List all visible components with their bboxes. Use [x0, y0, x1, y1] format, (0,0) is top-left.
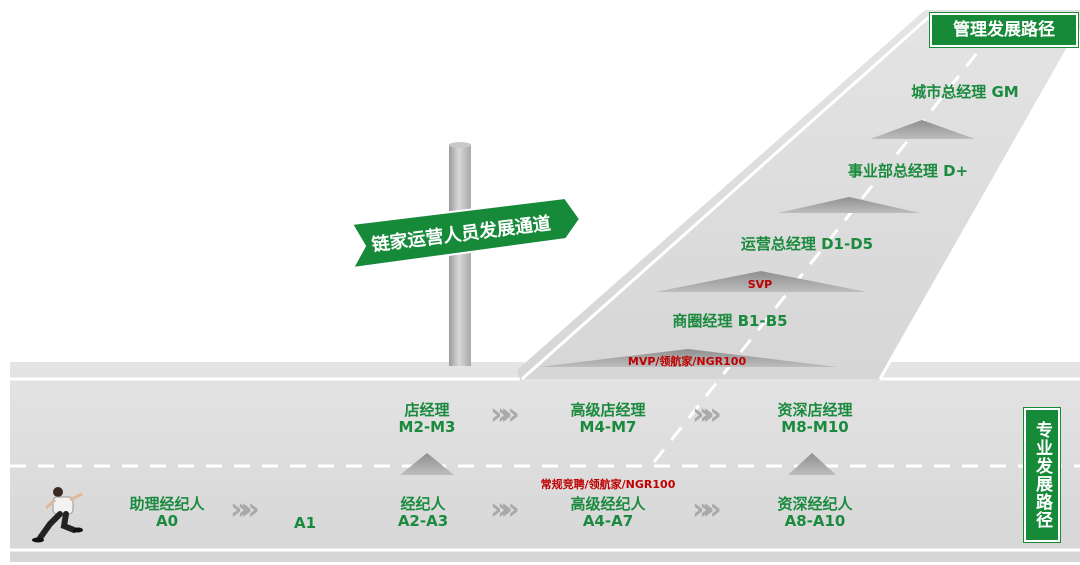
- level-store-manager-code: M2-M3: [398, 418, 456, 437]
- level-assistant-agent-title: 助理经纪人: [129, 495, 205, 513]
- level-senior-store-manager-code: M4-M7: [579, 418, 637, 437]
- level-senior-agent-code: A4-A7: [582, 512, 634, 531]
- level-store-manager: 店经理 M2-M3: [372, 401, 482, 437]
- level-gm: 城市总经理 GM: [911, 83, 1019, 101]
- diagonal-center-dash: [652, 19, 1005, 463]
- professional-path-badge: 专业发展路径: [1024, 408, 1060, 542]
- professional-path-label: 专业发展路径: [1032, 421, 1052, 529]
- hump-gm: [870, 120, 975, 139]
- chevron-arrow-icon: »»: [230, 492, 260, 527]
- level-senior-store-manager-title: 高级店经理: [570, 401, 646, 419]
- level-agent-code: A2-A3: [397, 512, 449, 531]
- hump-dplus: [778, 197, 920, 213]
- level-principal-agent-code: A8-A10: [784, 512, 846, 531]
- note-svp: SVP: [747, 278, 773, 291]
- level-dplus: 事业部总经理 D+: [847, 162, 969, 180]
- level-principal-store-manager-code: M8-M10: [781, 418, 849, 437]
- chevron-arrow-icon: »»: [692, 397, 722, 432]
- diagonal-edge-left: [521, 14, 931, 381]
- note-lower: 常规竞聘/领航家/NGR100: [540, 478, 676, 491]
- chevron-arrow-icon: »»: [490, 397, 520, 432]
- hump-svp: [655, 271, 867, 292]
- running-man-icon: [32, 487, 83, 543]
- management-path-badge: 管理发展路径: [930, 13, 1078, 47]
- level-agent: 经纪人 A2-A3: [368, 495, 478, 531]
- level-principal-agent: 资深经纪人 A8-A10: [757, 495, 873, 531]
- level-senior-store-manager: 高级店经理 M4-M7: [553, 401, 663, 437]
- diagonal-edge-right: [878, 35, 1077, 380]
- signpost-pole-top: [449, 142, 471, 148]
- chevron-arrow-icon: »»: [692, 492, 722, 527]
- level-senior-agent: 高级经纪人 A4-A7: [553, 495, 663, 531]
- level-store-manager-title: 店经理: [404, 401, 450, 419]
- level-principal-store-manager-title: 资深店经理: [777, 401, 853, 419]
- level-senior-agent-title: 高级经纪人: [570, 495, 646, 513]
- signpost-pole: [449, 144, 471, 366]
- horizontal-road: [10, 362, 1080, 562]
- level-a1-code: A1: [293, 514, 317, 532]
- up-marker-3: [788, 453, 836, 475]
- hump-mvp: [538, 349, 838, 367]
- level-principal-agent-title: 资深经纪人: [777, 495, 853, 513]
- level-agent-title: 经纪人: [400, 495, 446, 513]
- level-principal-store-manager: 资深店经理 M8-M10: [757, 401, 873, 437]
- note-mvp: MVP/领航家/NGR100: [627, 355, 747, 368]
- up-marker-1: [400, 453, 454, 475]
- sign-board: [350, 196, 582, 270]
- level-assistant-agent-code: A0: [155, 512, 179, 531]
- level-assistant-agent: 助理经纪人 A0: [112, 495, 222, 531]
- chevron-arrow-icon: »»: [490, 492, 520, 527]
- level-b1-b5: 商圈经理 B1-B5: [672, 312, 788, 330]
- level-a1: A1: [270, 514, 340, 532]
- level-d1-d5: 运营总经理 D1-D5: [740, 235, 874, 253]
